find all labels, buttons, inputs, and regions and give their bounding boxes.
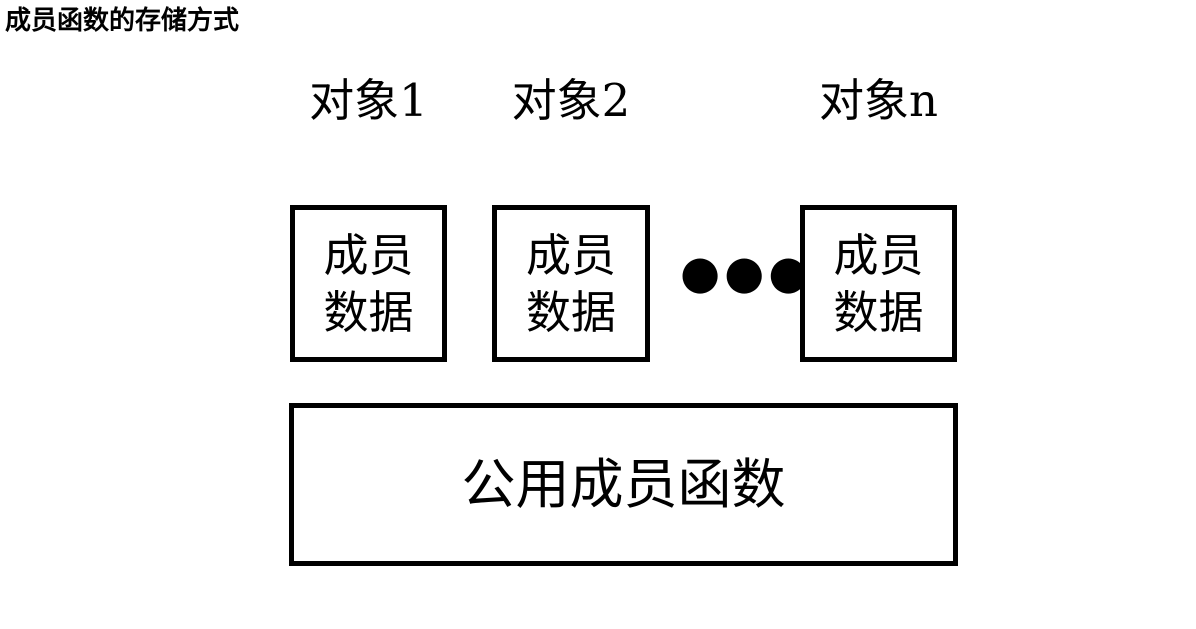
object-label-n: 对象n (819, 74, 938, 127)
member-data-box-1-line2: 数据 (323, 285, 414, 339)
object-label-1: 对象1 (309, 74, 428, 127)
member-data-box-2: 成员 数据 (492, 205, 650, 362)
public-member-function-box: 公用成员函数 (289, 403, 958, 566)
member-data-box-1: 成员 数据 (290, 205, 447, 362)
member-data-box-n: 成员 数据 (800, 205, 957, 362)
member-data-box-1-line1: 成员 (323, 228, 414, 282)
member-data-box-n-line1: 成员 (833, 228, 924, 282)
member-data-box-2-line1: 成员 (525, 228, 616, 282)
public-member-function-label: 公用成员函数 (461, 452, 786, 516)
member-data-box-2-line2: 数据 (525, 285, 616, 339)
member-data-box-n-line2: 数据 (833, 285, 924, 339)
object-label-2: 对象2 (511, 74, 631, 127)
page-title: 成员函数的存储方式 (5, 6, 240, 36)
ellipsis-icon: ●●● (680, 245, 813, 299)
